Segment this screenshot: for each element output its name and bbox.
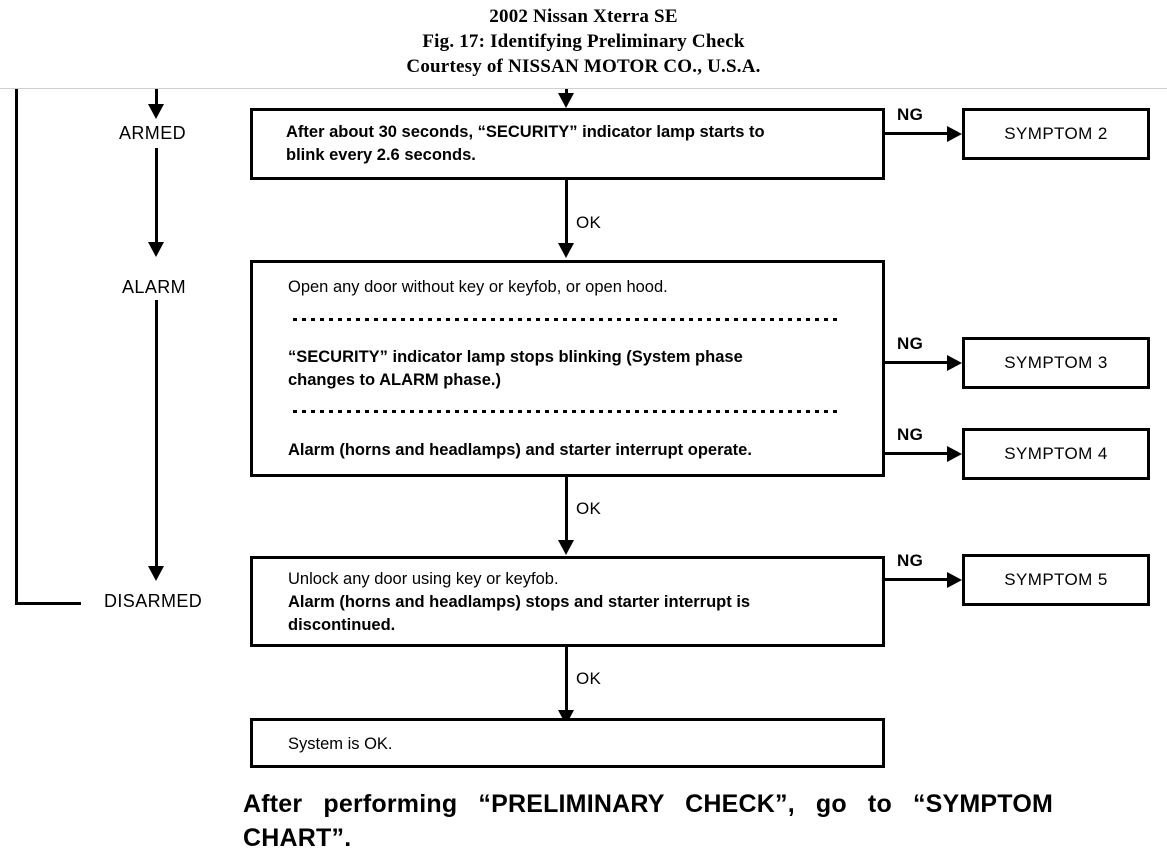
phase-label-alarm: ALARM [122,277,187,297]
edge-label-ok-1: OK [576,213,602,232]
ng-branch-3-line [885,452,950,455]
header-title-vehicle: 2002 Nissan Xterra SE [489,6,678,27]
phase-arrow-into-armed-icon [148,104,164,119]
ng-branch-1-line [885,132,950,135]
flow-arrow-step2-to-step3-icon [558,540,574,555]
step-2-text-line-1: Open any door without key or keyfob, or … [288,278,668,296]
phase-label-armed: ARMED [119,123,187,143]
ng-branch-4-arrow-icon [947,572,962,588]
flow-arrow-step1-to-step2-line [565,180,568,245]
step-3-text-line-1: Unlock any door using key or keyfob. [288,570,559,588]
edge-label-ng-2: NG [897,334,924,353]
step-4-text: System is OK. [288,735,393,753]
header-figure-caption: Fig. 17: Identifying Preliminary Check [422,31,745,52]
footer-note: After performing “PRELIMINARY CHECK”, go… [243,787,1053,855]
edge-label-ng-1: NG [897,105,924,124]
flow-arrow-step2-to-step3-line [565,477,568,542]
flow-arrow-step3-to-step4-line [565,647,568,712]
phase-label-disarmed: DISARMED [104,591,203,611]
ng-branch-3-arrow-icon [947,446,962,462]
step-3-box [250,556,885,647]
phase-spine-alarm-to-disarmed [155,300,158,568]
edge-label-ng-3: NG [897,425,924,444]
footer-note-line-1: After performing “PRELIMINARY CHECK”, go… [243,790,1053,818]
edge-label-ng-4: NG [897,551,924,570]
symptom-5-box[interactable]: SYMPTOM 5 [962,554,1150,606]
symptom-3-label: SYMPTOM 3 [1004,353,1108,372]
ng-branch-2-arrow-icon [947,355,962,371]
phase-spine-into-armed [155,89,158,107]
ng-branch-4-line [885,578,950,581]
step-2-text-line-3: Alarm (horns and headlamps) and starter … [288,441,752,459]
flow-arrow-into-step-1-line [565,89,568,95]
header-divider-rule [0,88,1167,89]
flow-arrow-into-step-1-icon [558,93,574,108]
step-2-text-line-2: “SECURITY” indicator lamp stops blinking… [288,348,743,389]
ng-branch-2-line [885,361,950,364]
disarmed-return-line-horizontal [15,602,81,605]
step-3-text-line-2: Alarm (horns and headlamps) stops and st… [288,593,751,634]
footer-note-line-2: CHART”. [243,824,352,852]
disarmed-return-line-vertical [15,89,18,605]
phase-arrow-into-alarm-icon [148,242,164,257]
phase-arrow-into-disarmed-icon [148,566,164,581]
step-2-box [250,260,885,477]
symptom-4-label: SYMPTOM 4 [1004,444,1108,463]
step-2-separator-2 [293,410,841,413]
symptom-5-label: SYMPTOM 5 [1004,570,1108,589]
edge-label-ok-3: OK [576,669,602,688]
symptom-2-label: SYMPTOM 2 [1004,124,1108,143]
phase-spine-armed-to-alarm [155,148,158,244]
symptom-4-box[interactable]: SYMPTOM 4 [962,428,1150,480]
header-courtesy: Courtesy of NISSAN MOTOR CO., U.S.A. [406,56,761,77]
symptom-2-box[interactable]: SYMPTOM 2 [962,108,1150,160]
edge-label-ok-2: OK [576,499,602,518]
step-1-box [250,108,885,180]
step-2-separator-1 [293,318,841,321]
ng-branch-1-arrow-icon [947,126,962,142]
step-1-text: After about 30 seconds, “SECURITY” indic… [286,123,765,164]
flow-arrow-step1-to-step2-icon [558,243,574,258]
symptom-3-box[interactable]: SYMPTOM 3 [962,337,1150,389]
step-4-box [250,718,885,768]
page-header: 2002 Nissan Xterra SE Fig. 17: Identifyi… [0,0,1167,79]
